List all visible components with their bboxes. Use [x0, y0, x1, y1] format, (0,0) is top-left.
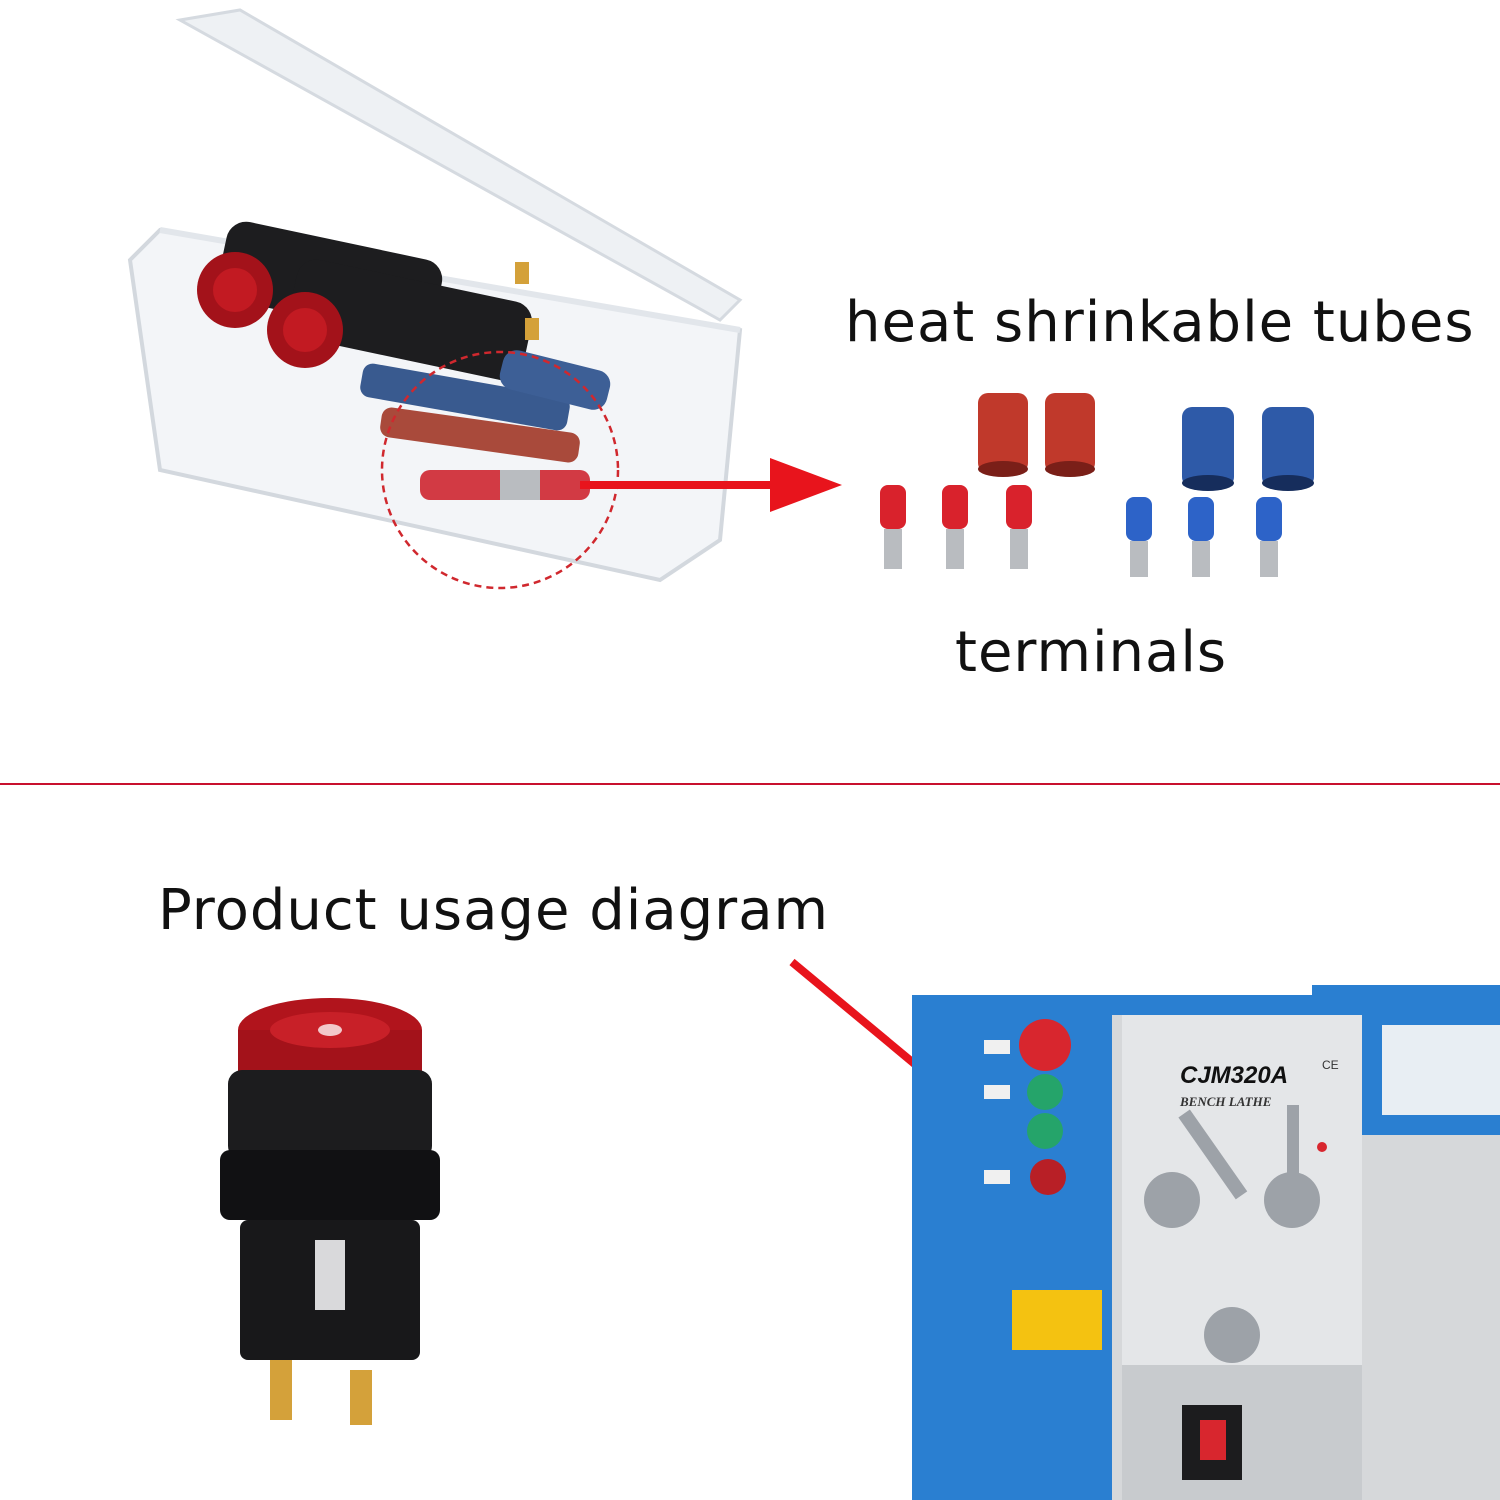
- lathe-model-label: CJM320A: [1180, 1062, 1289, 1089]
- red-terminal-1: [880, 485, 906, 569]
- terminals-label: terminals: [955, 620, 1228, 685]
- parts-photo: [880, 393, 1314, 577]
- lathe-photo: [912, 985, 1500, 1500]
- blue-tube-2: [1262, 407, 1314, 491]
- blue-tube-1: [1182, 407, 1234, 491]
- red-tube-1: [978, 393, 1028, 477]
- red-terminal-2: [942, 485, 968, 569]
- red-arrow-right: [580, 458, 842, 512]
- buzzer-photo: [220, 998, 440, 1425]
- tubes-label: heat shrinkable tubes: [845, 290, 1475, 355]
- blue-terminal-2: [1188, 497, 1214, 577]
- blue-terminal-3: [1256, 497, 1282, 577]
- red-tube-2: [1045, 393, 1095, 477]
- buzzer-in-box-2: [267, 259, 532, 381]
- red-terminal-3: [1006, 485, 1032, 569]
- storage-box-photo: [127, 8, 743, 590]
- usage-label: Product usage diagram: [158, 878, 830, 943]
- ce-mark: CE: [1322, 1058, 1339, 1072]
- section-divider: [0, 783, 1500, 785]
- lathe-subtitle-label: BENCH LATHE: [1180, 1094, 1272, 1109]
- blue-terminal-1: [1126, 497, 1152, 577]
